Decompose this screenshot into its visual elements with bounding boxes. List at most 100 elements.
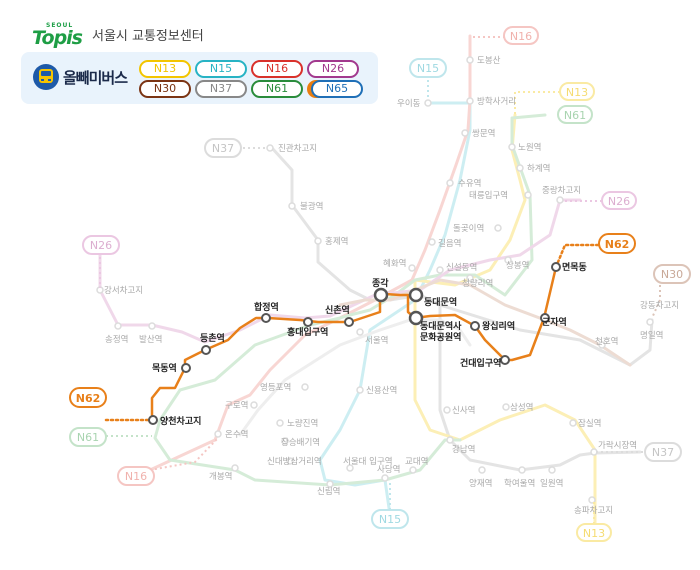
station-marker [301,383,309,391]
station-label: 학여울역 [504,478,535,489]
stop-label[interactable]: 양천차고지 [160,415,201,427]
station-label: 불광역 [300,201,323,212]
route-badges: N16 N15 N13 N61 N37 N26 N26 N62 N30 N62 … [69,26,691,542]
route-badge-n13[interactable]: N13 [576,523,612,542]
route-badge-n26[interactable]: N26 [601,191,637,210]
route-badge-n62-west[interactable]: N62 [69,387,107,408]
route-badge-n37[interactable]: N37 [204,138,242,158]
route-badge-frame [503,26,539,45]
stop-label[interactable]: 건대입구역 [460,357,501,369]
station-marker [346,464,354,472]
route-badge-frame [69,427,107,447]
stop-marker-ddp [408,310,424,326]
route-badge-n13[interactable]: N13 [559,82,595,101]
station-label: 발산역 [139,334,162,345]
station-label: 태릉입구역 [469,190,508,201]
route-n62-stops [148,262,561,425]
station-marker [466,274,474,282]
station-label: 길음역 [438,238,461,249]
route-badge-label: N26 [608,195,630,208]
station-marker [381,474,389,482]
station-marker [646,318,654,326]
stop-marker-konkuk [500,355,510,365]
route-badge-n62-east[interactable]: N62 [598,233,636,254]
route-badge-label: N26 [90,239,112,252]
route-chip-n26[interactable]: N26 [307,60,359,78]
route-badge-n16[interactable]: N16 [503,26,539,45]
route-badge-n30[interactable]: N30 [653,264,691,284]
station-label: 양재역 [469,478,492,489]
route-chip-n61[interactable]: N61 [251,80,303,98]
station-label: 강동차고지 [640,300,679,311]
route-chip-n15[interactable]: N15 [195,60,247,78]
faded-station-markers [96,56,654,504]
stop-label[interactable]: 등촌역 [200,332,225,344]
station-marker [461,129,469,137]
bus-icon-body [39,69,53,83]
station-label: 도봉산 [477,55,501,66]
route-badge-n37[interactable]: N37 [644,442,682,462]
station-marker [494,224,502,232]
station-label: 신용산역 [366,385,397,396]
station-label: 강서차고지 [104,285,143,296]
station-marker [250,401,258,409]
station-marker [446,179,454,187]
station-label: 노량진역 [287,418,318,429]
station-label: 천호역 [595,336,618,347]
header: SEOUL Topis 서울시 교통정보센터 [32,22,204,49]
station-marker [446,436,454,444]
route-chip-n37[interactable]: N37 [195,80,247,98]
station-marker [504,256,512,264]
station-label: 가락시장역 [598,440,637,451]
station-marker [443,406,451,414]
stop-label[interactable]: 신촌역 [325,304,350,316]
route-badge-n61[interactable]: N61 [557,105,593,124]
station-marker [518,466,526,474]
station-label: 명일역 [640,330,663,341]
dotted-connectors [99,36,661,525]
station-label: 신대방삼거리역 [267,456,322,467]
station-marker [524,191,532,199]
route-badge-label: N13 [583,527,605,540]
stop-label[interactable]: 면목동 [562,261,587,273]
stop-label[interactable]: 왕십리역 [482,320,515,332]
station-marker [424,99,432,107]
stop-marker-wangsimni [470,321,480,331]
route-badge-n61[interactable]: N61 [69,427,107,447]
station-label: 교대역 [405,456,428,467]
legend-title: 올빼미버스 [63,69,128,87]
route-badge-label: N62 [605,238,630,251]
stop-label[interactable]: 동대문역 [424,296,457,308]
route-badge-label: N16 [510,30,532,43]
route-n62-line [554,243,605,269]
stop-label[interactable]: 홍대입구역 [287,326,328,338]
station-marker [478,466,486,474]
route-badge-frame [69,387,107,408]
route-line-n15 [318,101,472,517]
station-label: 중랑차고지 [542,185,581,196]
station-marker [516,164,524,172]
stop-marker-gunja [540,313,550,323]
stop-label[interactable]: 합정역 [254,301,279,313]
station-label: 우이동 [397,98,421,109]
route-badge-n26[interactable]: N26 [82,235,120,255]
route-badge-label: N37 [212,142,234,155]
route-badge-n15[interactable]: N15 [409,58,447,78]
logo-seoul-text: SEOUL [46,22,74,29]
route-chip-n16[interactable]: N16 [251,60,303,78]
stop-marker-dongdaemun [408,287,424,303]
station-marker [569,419,577,427]
station-marker [214,430,222,438]
stop-label[interactable]: 목동역 [152,362,177,374]
route-badge-n15[interactable]: N15 [371,509,409,529]
route-chip-n13[interactable]: N13 [139,60,191,78]
stop-label[interactable]: 종각 [372,277,389,289]
station-label: 강남역 [452,444,475,455]
stop-label[interactable]: 군자역 [542,316,567,328]
route-chip-n65[interactable]: N65 [311,80,363,98]
route-chip-n30[interactable]: N30 [139,80,191,98]
route-badge-frame [559,82,595,101]
topis-logo[interactable]: SEOUL Topis [32,22,88,49]
route-badge-n16[interactable]: N16 [117,466,155,486]
